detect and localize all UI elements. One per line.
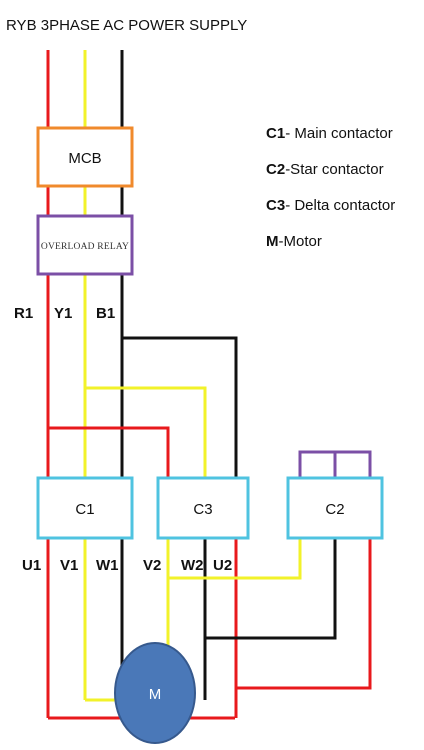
phase-labels: R1 Y1 B1 [14,305,115,322]
label-v1: V1 [60,557,78,574]
c1-label: C1 [75,501,94,518]
legend-text: - Main contactor [285,125,393,142]
terminal-labels: U1 V1 W1 V2 W2 U2 [22,557,232,574]
c1-box [36,476,134,540]
wire-red-branch-c3 [48,426,170,478]
label-u2: U2 [213,557,232,574]
legend-text: - Delta contactor [285,197,395,214]
motor-circle [114,642,196,744]
c2-box [286,476,384,540]
contactor-c2: C2 [286,476,384,540]
legend-text: -Motor [279,233,322,250]
legend-item-c1: C1- Main contactor [266,125,393,142]
label-v2: V2 [143,557,161,574]
legend-key: M [266,233,279,250]
contactor-c3: C3 [156,476,250,540]
wire-c2-red [236,538,372,690]
mcb-label: MCB [68,150,101,167]
motor-label: M [149,686,162,703]
c2-label: C2 [325,501,344,518]
legend-item-c3: C3- Delta contactor [266,197,395,214]
c3-label: C3 [193,501,212,518]
legend-item-c2: C2-Star contactor [266,161,384,178]
label-w1: W1 [96,557,119,574]
label-r1: R1 [14,305,33,322]
wire-c2-black [205,538,337,640]
legend-key: C2 [266,161,285,178]
legend-item-m: M-Motor [266,233,322,250]
legend-key: C1 [266,125,285,142]
legend: C1- Main contactor C2-Star contactor C3-… [266,125,395,250]
legend-text: -Star contactor [285,161,383,178]
legend-key: C3 [266,197,285,214]
overload-relay-label: OVERLOAD RELAY [41,242,129,252]
label-w2: W2 [181,557,204,574]
wire-black-branch-c3 [122,336,238,478]
c3-box [156,476,250,540]
wire-yellow-branch-c3 [85,386,207,478]
label-b1: B1 [96,305,115,322]
label-u1: U1 [22,557,41,574]
mcb: MCB [36,126,134,188]
overload-relay-box [36,214,134,276]
label-y1: Y1 [54,305,72,322]
diagram-title: RYB 3PHASE AC POWER SUPPLY [6,17,247,34]
overload-relay: OVERLOAD RELAY [36,214,134,276]
contactor-c1: C1 [36,476,134,540]
motor: M [114,642,196,744]
mcb-box [36,126,134,188]
wire-c2-yellow [168,538,302,580]
